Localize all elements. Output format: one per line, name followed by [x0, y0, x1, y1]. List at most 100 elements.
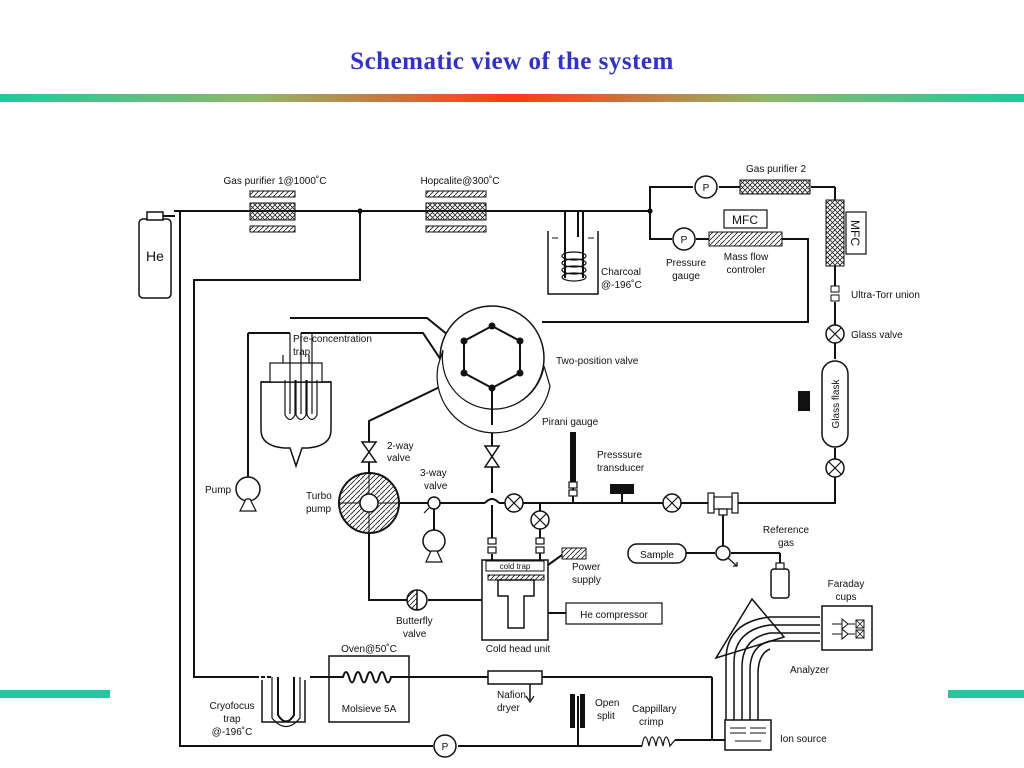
- pressure-transducer: Presssure transducer: [597, 450, 645, 494]
- two-way-valve-right[interactable]: [483, 445, 501, 468]
- svg-text:Presssure: Presssure: [597, 450, 642, 461]
- hopcalite-trap: Hopcalite@300˚C: [420, 175, 500, 233]
- open-split: Open split: [570, 694, 619, 728]
- svg-text:He compressor: He compressor: [580, 610, 648, 621]
- cryofocus-trap: Cryofocus trap @-196˚C: [209, 676, 306, 738]
- svg-text:Pirani gauge: Pirani gauge: [542, 417, 599, 428]
- pressure-gauge-bottom: P: [433, 734, 457, 758]
- junction-dot: [647, 208, 653, 214]
- cold-head-unit: cold trap Cold head unit: [481, 559, 550, 655]
- pressure-gauge-top: P: [694, 175, 718, 199]
- svg-text:Molsieve 5A: Molsieve 5A: [342, 704, 397, 715]
- svg-text:Cappillary: Cappillary: [632, 704, 676, 715]
- svg-text:Two-position valve: Two-position valve: [556, 356, 639, 367]
- svg-text:MFC: MFC: [732, 213, 758, 227]
- svg-text:Ultra-Torr union: Ultra-Torr union: [851, 290, 920, 301]
- glass-flask: Glass flask: [798, 360, 849, 448]
- analyzer: Analyzer: [714, 597, 830, 720]
- valve-cold-trap[interactable]: [530, 510, 550, 530]
- svg-text:Turbo: Turbo: [306, 491, 332, 502]
- sample-inlet[interactable]: Sample: [627, 543, 687, 564]
- svg-text:Cryofocus: Cryofocus: [209, 701, 254, 712]
- svg-text:@-196˚C: @-196˚C: [601, 279, 642, 291]
- charcoal-trap: Charcoal @-196˚C: [547, 231, 642, 295]
- svg-text:cups: cups: [835, 592, 856, 603]
- svg-text:trap: trap: [293, 347, 311, 358]
- svg-text:Pre-concentration: Pre-concentration: [293, 334, 372, 345]
- turbo-pump: Turbo pump: [306, 472, 400, 534]
- svg-text:Charcoal: Charcoal: [601, 267, 641, 278]
- svg-text:Butterfly: Butterfly: [396, 616, 433, 627]
- svg-text:supply: supply: [572, 575, 601, 586]
- svg-text:MFC: MFC: [848, 220, 862, 246]
- glass-valve-top[interactable]: Glass valve: [825, 324, 903, 344]
- svg-text:Gas purifier 1@1000˚C: Gas purifier 1@1000˚C: [224, 175, 327, 187]
- two-way-valve-left[interactable]: 2-way valve: [360, 441, 414, 464]
- pump: Pump: [205, 476, 261, 512]
- svg-text:Glass valve: Glass valve: [851, 330, 903, 341]
- svg-text:Gas purifier 2: Gas purifier 2: [746, 164, 806, 175]
- svg-text:Oven@50˚C: Oven@50˚C: [341, 643, 397, 655]
- svg-text:He: He: [146, 248, 164, 264]
- svg-text:gauge: gauge: [672, 271, 700, 282]
- svg-text:Ion source: Ion source: [780, 734, 827, 745]
- he-cylinder: He: [138, 211, 175, 299]
- mfc-vertical: MFC: [825, 199, 867, 267]
- title-divider-bar: [0, 94, 1024, 102]
- svg-text:controler: controler: [727, 265, 767, 276]
- svg-text:Hopcalite@300˚C: Hopcalite@300˚C: [420, 175, 499, 187]
- svg-text:Analyzer: Analyzer: [790, 665, 830, 676]
- valve-main-2[interactable]: [662, 493, 682, 513]
- svg-text:Faraday: Faraday: [828, 579, 865, 590]
- svg-text:Pressure: Pressure: [666, 258, 706, 269]
- two-position-valve[interactable]: Two-position valve: [436, 305, 639, 434]
- svg-text:valve: valve: [387, 453, 411, 464]
- svg-text:P: P: [681, 235, 688, 246]
- sample-valve[interactable]: [715, 545, 738, 567]
- svg-text:2-way: 2-way: [387, 441, 414, 452]
- pirani-gauge: Pirani gauge: [542, 417, 599, 482]
- svg-text:crimp: crimp: [639, 717, 664, 728]
- svg-text:Mass flow: Mass flow: [724, 252, 769, 263]
- mass-flow-controller: MFC Mass flow controler: [708, 209, 783, 276]
- svg-text:P: P: [442, 742, 449, 753]
- reference-gas-cylinder: Reference gas: [763, 525, 810, 599]
- svg-text:Power: Power: [572, 562, 601, 573]
- svg-text:Pump: Pump: [205, 485, 232, 496]
- pre-concentration-trap: Pre-concentration trap: [248, 332, 372, 469]
- svg-text:Open: Open: [595, 698, 619, 709]
- svg-text:dryer: dryer: [497, 703, 520, 714]
- svg-text:Sample: Sample: [640, 550, 674, 561]
- valve-main-1[interactable]: [504, 493, 524, 513]
- he-compressor: He compressor: [565, 602, 663, 625]
- capillary-crimp: Cappillary crimp: [632, 704, 676, 748]
- right-accent-bar: [948, 690, 1024, 698]
- nafion-dryer: Nafion dryer: [487, 670, 543, 714]
- svg-text:valve: valve: [424, 481, 448, 492]
- oven-molsieve: Oven@50˚C Molsieve 5A: [310, 643, 410, 723]
- svg-text:@-196˚C: @-196˚C: [212, 726, 253, 738]
- ion-source: Ion source: [724, 719, 827, 751]
- page-title: Schematic view of the system: [350, 48, 674, 75]
- svg-text:gas: gas: [778, 538, 794, 549]
- faraday-cups: Faraday cups: [821, 579, 873, 651]
- svg-text:transducer: transducer: [597, 463, 645, 474]
- svg-text:pump: pump: [306, 504, 331, 515]
- ultra-torr-union: Ultra-Torr union: [830, 285, 920, 302]
- three-way-valve[interactable]: 3-way valve: [420, 468, 448, 563]
- left-accent-bar: [0, 690, 110, 698]
- svg-text:3-way: 3-way: [420, 468, 447, 479]
- gas-purifier-1: Gas purifier 1@1000˚C: [224, 175, 327, 233]
- svg-text:P: P: [703, 183, 710, 194]
- gas-purifier-2: Gas purifier 2: [739, 164, 811, 195]
- svg-text:split: split: [597, 711, 615, 722]
- svg-text:Reference: Reference: [763, 525, 810, 536]
- svg-text:valve: valve: [403, 629, 427, 640]
- svg-text:Glass flask: Glass flask: [831, 379, 842, 429]
- svg-text:cold trap: cold trap: [500, 562, 531, 571]
- butterfly-valve[interactable]: Butterfly valve: [396, 589, 433, 640]
- power-supply: Power supply: [561, 547, 601, 586]
- svg-text:trap: trap: [223, 714, 241, 725]
- junction-dot: [357, 208, 363, 214]
- glass-valve-bottom[interactable]: [825, 458, 845, 478]
